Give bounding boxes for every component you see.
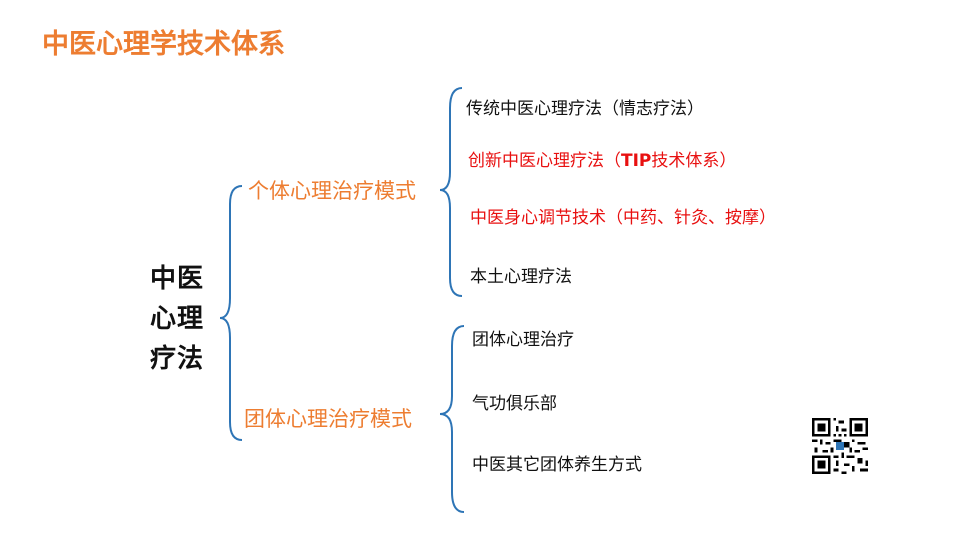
- root-node-line-1: 中医: [150, 264, 205, 294]
- leaf-innovative-tcm-therapy: 创新中医心理疗法（TIP技术体系）: [468, 146, 736, 171]
- leaf-body-mind-regulation: 中医身心调节技术（中药、针灸、按摩）: [470, 208, 776, 228]
- leaf-innovative-suffix: 技术体系）: [651, 151, 737, 171]
- leaf-qigong-club: 气功俱乐部: [472, 394, 557, 414]
- leaf-other-group-wellness: 中医其它团体养生方式: [472, 455, 642, 475]
- page-title: 中医心理学技术体系: [42, 29, 285, 60]
- branch-individual-mode: 个体心理治疗模式: [248, 179, 416, 203]
- root-brace: [219, 185, 243, 441]
- leaf-group-psychotherapy: 团体心理治疗: [472, 330, 574, 350]
- root-node-line-3: 疗法: [150, 344, 205, 374]
- qr-code-icon: [812, 418, 868, 474]
- group-brace: [439, 325, 465, 513]
- branch-group-mode: 团体心理治疗模式: [244, 407, 412, 431]
- leaf-innovative-prefix: 创新中医心理疗法（: [468, 151, 621, 171]
- individual-brace: [439, 87, 463, 297]
- leaf-traditional-tcm-therapy: 传统中医心理疗法（情志疗法）: [466, 99, 704, 119]
- leaf-innovative-tip: TIP: [621, 151, 652, 171]
- root-node-line-2: 心理: [150, 304, 205, 334]
- leaf-indigenous-psychotherapy: 本土心理疗法: [470, 267, 572, 287]
